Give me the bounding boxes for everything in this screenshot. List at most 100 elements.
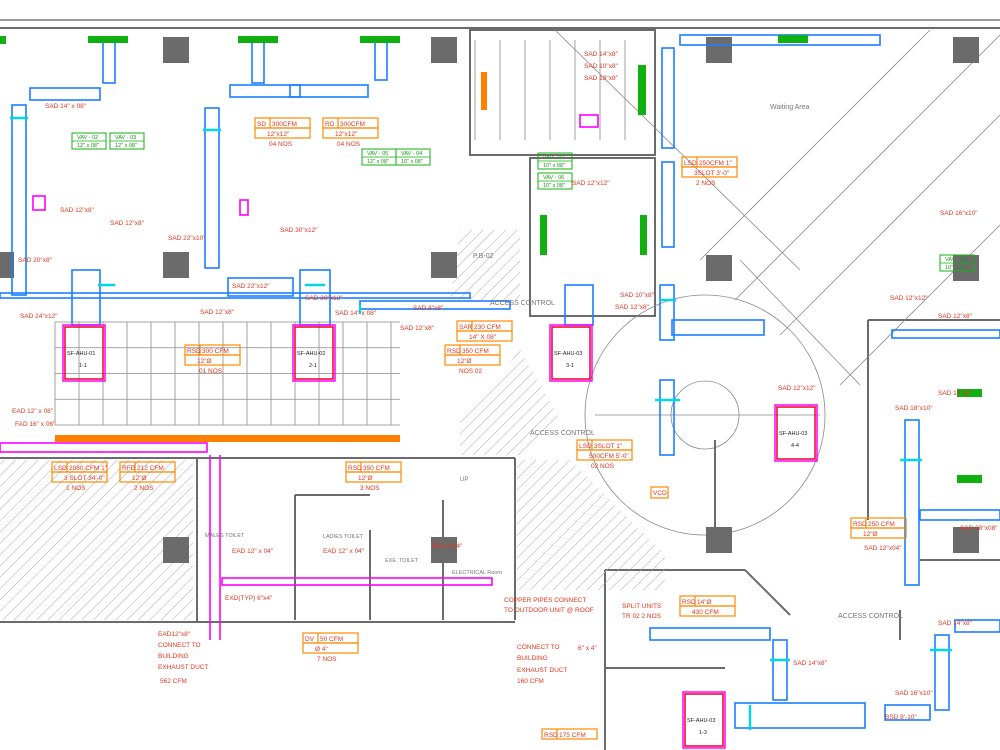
column <box>706 255 732 281</box>
svg-text:160 CFM: 160 CFM <box>517 678 544 685</box>
svg-text:12"x12": 12"x12" <box>267 131 290 138</box>
column <box>431 37 457 63</box>
svg-text:VAV - 07: VAV - 07 <box>543 155 564 161</box>
column <box>431 252 457 278</box>
ahu-unit[interactable]: SF-AHU-03 1-3 <box>682 691 726 749</box>
svg-text:EXHAUST DUCT: EXHAUST DUCT <box>517 667 567 674</box>
svg-text:ACCESS CONTROL: ACCESS CONTROL <box>530 430 595 437</box>
stair-up-label: UP <box>460 477 468 483</box>
ahu-unit[interactable]: SF-AHU-033-1 <box>549 324 593 382</box>
column <box>706 527 732 553</box>
column <box>0 252 14 278</box>
vav-label: VAV - 04 10" x 08" <box>395 148 431 166</box>
duct-size-label: SAD 16"x10" <box>940 210 978 217</box>
svg-text:RSD: RSD <box>682 599 696 606</box>
ahu-name: SF-AHU-01 <box>67 351 95 357</box>
svg-text:250CFM 1": 250CFM 1" <box>699 160 732 167</box>
svg-text:Ø 4": Ø 4" <box>315 646 328 653</box>
duct-size-label: SAD 12"x8" <box>938 390 973 397</box>
ahu-zone: 2-1 <box>309 363 317 369</box>
note-exhaust-562: EAD12"x8" CONNECT TO BUILDING EXHAUST DU… <box>158 631 208 685</box>
svg-text:562 CFM: 562 CFM <box>160 678 187 685</box>
duct-size-label: EAD 12" x 04" <box>232 548 274 555</box>
column <box>431 537 457 563</box>
svg-text:01 NOS: 01 NOS <box>199 368 223 375</box>
svg-text:3 SLOT 34'-0": 3 SLOT 34'-0" <box>64 475 105 482</box>
ceiling-grid <box>54 40 626 426</box>
svg-text:COPPER PIPES CONNECT: COPPER PIPES CONNECT <box>504 597 586 604</box>
duct-size-label: SAD 12"x8" <box>400 325 435 332</box>
svg-text:300CFM: 300CFM <box>272 121 297 128</box>
ahu-name: SF-AHU-03 <box>779 431 807 437</box>
duct-size-label: FAD 16" x 06" <box>15 421 56 428</box>
ahu-name: SF-AHU-03 <box>687 718 715 724</box>
svg-text:02 NOS: 02 NOS <box>591 463 615 470</box>
svg-text:250 CFM: 250 CFM <box>868 521 895 528</box>
svg-text:1 NOS: 1 NOS <box>66 485 86 492</box>
svg-text:350 CFM: 350 CFM <box>462 348 489 355</box>
duct-size-label: SAD 12"x12" <box>778 385 816 392</box>
ahu-unit[interactable]: SF-AHU-01 1-1 <box>62 324 106 382</box>
svg-text:14" X 08": 14" X 08" <box>469 334 497 341</box>
stair-core <box>584 294 826 536</box>
ahu-zone: 1-1 <box>79 363 87 369</box>
duct-size-label: EAD 12" x 08" <box>12 408 54 415</box>
note-copper-pipes: COPPER PIPES CONNECT TO OUTDOOR UNIT @ R… <box>504 597 594 614</box>
svg-text:RSD: RSD <box>544 732 558 739</box>
svg-text:RFD: RFD <box>122 465 136 472</box>
svg-text:300 CFM: 300 CFM <box>202 348 229 355</box>
svg-text:04 NOS: 04 NOS <box>337 141 361 148</box>
svg-text:EAD12"x8": EAD12"x8" <box>158 631 191 638</box>
column <box>953 37 979 63</box>
duct-size-label: EXD(TYP) 6"x4" <box>225 595 273 602</box>
duct-size-label: SAD 10"x8" <box>620 292 655 299</box>
ahu-zone: 4-4 <box>791 443 799 449</box>
svg-text:EXHAUST DUCT: EXHAUST DUCT <box>158 664 208 671</box>
duct-size-label: EAD 12" x 04" <box>323 548 365 555</box>
column <box>953 255 979 281</box>
svg-text:TR 02 2 NOS: TR 02 2 NOS <box>622 613 662 620</box>
vcd-label: VCD <box>650 486 669 499</box>
svg-text:RD: RD <box>325 121 335 128</box>
duct-size-label: SAD 12"x8" <box>110 220 145 227</box>
svg-text:300CFM: 300CFM <box>340 121 365 128</box>
ahu-unit[interactable]: SF-AHU-03 4-4 <box>774 404 818 462</box>
svg-text:12"Ø: 12"Ø <box>863 531 878 538</box>
room-label-ladies-toilet: LADIES TOILET <box>323 534 364 540</box>
duct-size-label: SAD 12"x8" <box>60 207 95 214</box>
duct-size-label: SAD 14"x8" <box>584 51 619 58</box>
svg-text:ACCESS CONTROL: ACCESS CONTROL <box>838 613 903 620</box>
svg-text:350 CFM: 350 CFM <box>363 465 390 472</box>
duct-size-label: SAD 14" x 08" <box>45 103 87 110</box>
duct-size-label: SAD 14" x 08" <box>335 310 377 317</box>
svg-text:04 NOS: 04 NOS <box>269 141 293 148</box>
duct-size-label: SAD 20"x8" <box>18 257 53 264</box>
exhaust-ducts <box>0 114 599 640</box>
svg-text:3SLOT 1": 3SLOT 1" <box>594 443 623 450</box>
hatched-areas <box>0 230 665 620</box>
duct-size-label: BSD 8'-10" <box>885 714 917 721</box>
ahu-zone: 1-3 <box>699 730 707 736</box>
ahu-unit[interactable]: SF-AHU-02 2-1 <box>292 324 336 382</box>
svg-text:CONNECT TO: CONNECT TO <box>517 644 560 651</box>
svg-text:10" x 08": 10" x 08" <box>401 159 423 165</box>
svg-text:VAV - 04: VAV - 04 <box>401 151 422 157</box>
svg-text:14"Ø: 14"Ø <box>697 599 712 606</box>
ahu-name: SF-AHU-02 <box>297 351 325 357</box>
svg-text:SD: SD <box>257 121 266 128</box>
svg-text:RSD: RSD <box>348 465 362 472</box>
column <box>953 527 979 553</box>
volume-dampers <box>10 116 952 730</box>
svg-text:SPLIT UNITS: SPLIT UNITS <box>622 603 662 610</box>
ahu-name: SF-AHU-03 <box>554 351 582 357</box>
svg-text:12"Ø: 12"Ø <box>132 475 147 482</box>
